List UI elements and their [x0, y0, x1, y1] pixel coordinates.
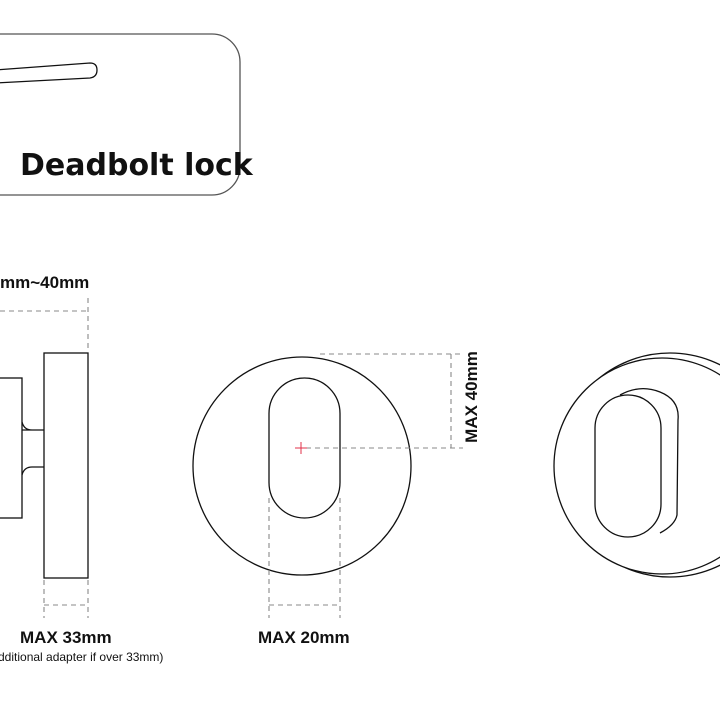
slot-height-label: MAX 40mm	[462, 351, 481, 443]
dim-line-33	[43, 580, 89, 618]
neck-side	[21, 421, 44, 476]
slot-width-label: MAX 20mm	[258, 628, 350, 647]
door-thickness-label: mm~40mm	[0, 273, 90, 292]
plate-side	[43, 352, 89, 579]
slot-back	[619, 388, 679, 534]
rose-front	[192, 356, 412, 576]
lever-handle	[0, 62, 98, 84]
slot-perspective	[594, 394, 662, 538]
dim-line-door	[0, 298, 89, 352]
title-card	[0, 33, 241, 196]
card-title: Deadbolt lock	[20, 148, 253, 183]
plate-depth-label: MAX 33mm	[20, 628, 112, 647]
plate-depth-note: dditional adapter if over 33mm)	[0, 650, 164, 664]
slot-front	[268, 377, 341, 519]
center-mark-icon	[295, 442, 307, 454]
knob-side	[0, 377, 23, 519]
dim-line-20	[268, 498, 341, 618]
dim-line-40	[306, 353, 463, 449]
